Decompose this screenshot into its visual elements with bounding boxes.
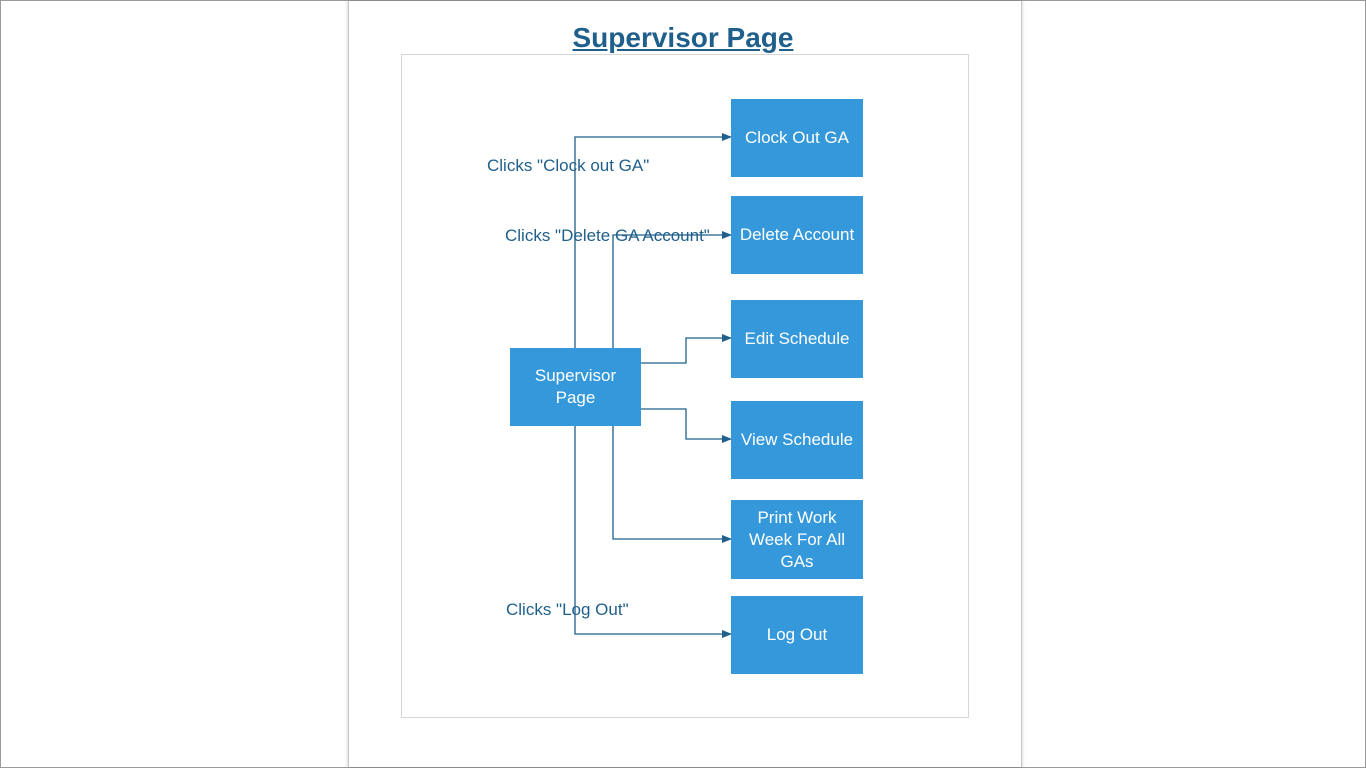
node-supervisor-page: Supervisor Page	[510, 348, 641, 426]
diagram-canvas	[401, 54, 969, 718]
edge-clock-out	[574, 133, 732, 348]
node-clock-out-ga: Clock Out GA	[731, 99, 863, 177]
edge-view-schedule	[641, 408, 732, 443]
edge-label-delete-account: Clicks "Delete GA Account"	[505, 226, 710, 245]
node-print-work-week: Print Work Week For All GAs	[731, 500, 863, 579]
edge-delete-account	[612, 231, 732, 348]
node-view-schedule: View Schedule	[731, 401, 863, 479]
edge-label-log-out: Clicks "Log Out"	[506, 600, 629, 619]
edge-print-work-week	[612, 426, 732, 543]
page-title: Supervisor Page	[572, 22, 794, 53]
node-delete-account: Delete Account	[731, 196, 863, 274]
edge-edit-schedule	[641, 334, 732, 364]
node-log-out: Log Out	[731, 596, 863, 674]
node-edit-schedule: Edit Schedule	[731, 300, 863, 378]
edge-log-out	[574, 426, 732, 638]
edge-label-clock-out: Clicks "Clock out GA"	[487, 156, 650, 175]
